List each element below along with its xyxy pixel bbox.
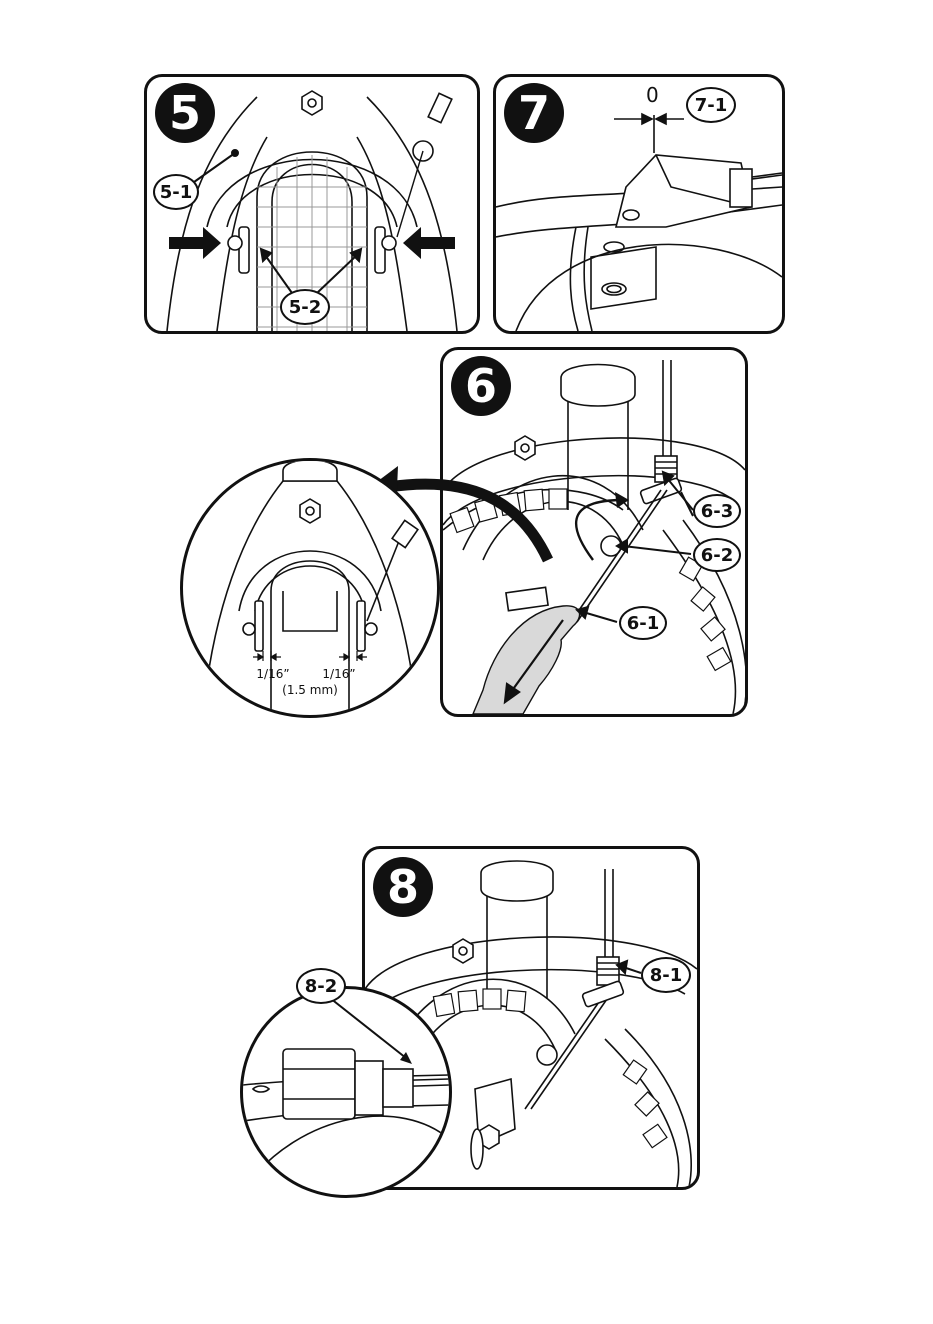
- step-8-detail-inset: [240, 986, 452, 1198]
- callout-7-1: 7-1: [686, 87, 736, 123]
- step-8-badge: 8: [373, 857, 433, 917]
- step-6-detail-inset: 1/16” 1/16” (1.5 mm): [180, 458, 440, 718]
- step-6-badge: 6: [451, 356, 511, 416]
- gap-zero-label: 0: [646, 83, 659, 107]
- callout-8-2: 8-2: [296, 968, 346, 1004]
- callout-6-1: 6-1: [619, 606, 667, 640]
- step-7-panel: 7 0 7-1: [493, 74, 785, 334]
- callout-6-2: 6-2: [693, 538, 741, 572]
- callout-5-1: 5-1: [153, 174, 199, 210]
- callout-8-1: 8-1: [641, 957, 691, 993]
- step-5-panel: 5 5-1 5-2: [144, 74, 480, 334]
- step-6-panel: 6 6-3 6-2 6-1: [440, 347, 748, 717]
- pad-clearance-detail-illustration: [183, 461, 437, 715]
- callout-5-2: 5-2: [280, 289, 330, 325]
- step-5-badge: 5: [155, 83, 215, 143]
- right-pad-gap-label: 1/16”: [319, 667, 359, 681]
- step-7-badge: 7: [504, 83, 564, 143]
- lever-gap-detail-illustration: [243, 989, 449, 1195]
- left-pad-gap-label: 1/16”: [253, 667, 293, 681]
- callout-6-3: 6-3: [693, 494, 741, 528]
- metric-gap-label: (1.5 mm): [273, 683, 347, 697]
